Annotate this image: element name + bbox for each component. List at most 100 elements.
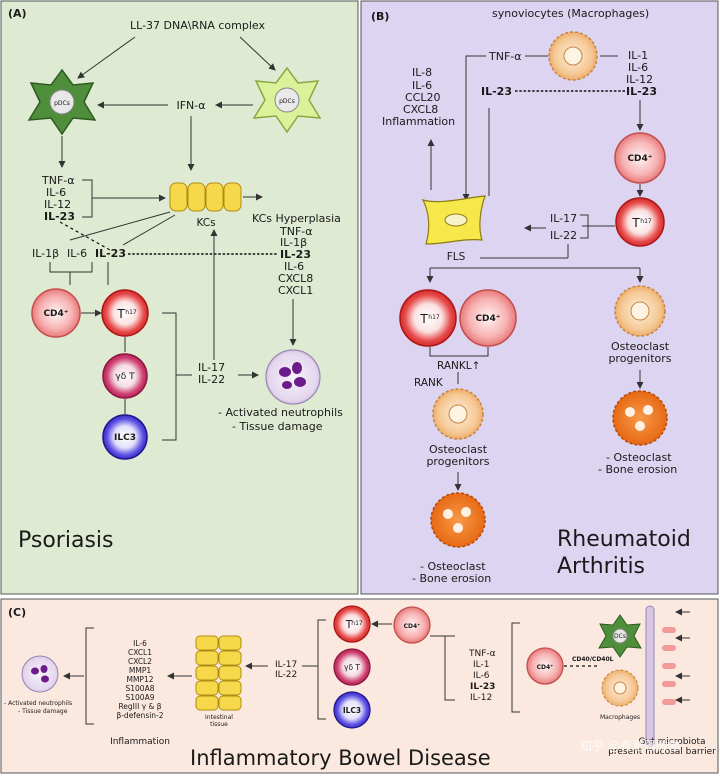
cytokine-il12: IL-12 — [44, 198, 71, 211]
kc-cytokine-tnf: TNF-α — [279, 225, 313, 238]
ocp2-line2: progenitors — [608, 352, 671, 365]
cytokine-tnf: TNF-α — [41, 174, 75, 187]
mac-il23-label: IL-23 — [626, 85, 657, 98]
c-il17-label: IL-17 — [275, 660, 297, 670]
ilc3-label: ILC3 — [114, 433, 136, 443]
c-outcome-2: - Tissue damage — [18, 708, 68, 715]
panel-c-title: Inflammatory Bowel Disease — [190, 746, 491, 770]
marker-cxcl2: CXCL2 — [128, 657, 152, 666]
fls-output-inflammation: Inflammation — [382, 115, 455, 128]
oc2-line1: - Osteoclast — [606, 451, 672, 464]
marker-reg3: RegIII γ & β — [118, 702, 161, 711]
cytokine-il6: IL-6 — [46, 186, 66, 199]
cd4-label: CD4⁺ — [43, 309, 68, 319]
cd40-label: CD40/CD40L — [572, 656, 614, 663]
il17-label: IL-17 — [198, 361, 225, 374]
ll37-complex-label: LL-37 DNA\RNA complex — [130, 19, 265, 32]
il1b-label: IL-1β — [32, 247, 59, 260]
tnf-label: TNF-α — [488, 50, 522, 63]
fls-output-il8: IL-8 — [412, 66, 432, 79]
cytokine-il23: IL-23 — [44, 210, 75, 223]
macrophages-label: Macrophages — [600, 714, 640, 721]
kc-cytokine-cxcl8: CXCL8 — [278, 272, 313, 285]
cd4-c2-label: CD4⁺ — [537, 664, 554, 671]
neutrophil-outcome-1: - Activated neutrophils — [218, 406, 343, 419]
oc1-line2: - Bone erosion — [412, 572, 491, 585]
fls-label: FLS — [447, 251, 466, 263]
intestinal-line1: Intestinal — [205, 714, 233, 721]
panel-c-label: (C) — [8, 606, 26, 619]
oc2-line2: - Bone erosion — [598, 463, 677, 476]
marker-defensin: β-defensin-2 — [116, 711, 163, 720]
marker-il6: IL-6 — [133, 639, 147, 648]
c-cytokine-il12: IL-12 — [470, 693, 492, 703]
c-cytokine-il6: IL-6 — [473, 671, 490, 681]
th17-cell-c-icon: T h17 — [333, 605, 371, 643]
watermark: 知乎 @有意思微物 — [580, 738, 680, 753]
cd4-cell-c2-icon: CD4⁺ — [526, 647, 564, 685]
rankl-label: RANKL↑ — [437, 360, 480, 372]
keratinocytes-icon — [169, 182, 242, 212]
il23-label: IL-23 — [95, 247, 126, 260]
dc-star-c-icon: DCs — [598, 614, 642, 658]
gamma-delta-t-cell-icon: γδ T — [102, 353, 148, 399]
kc-cytokine-cxcl1: CXCL1 — [278, 284, 313, 297]
synoviocyte-macrophage-icon — [548, 31, 598, 81]
il6-label: IL-6 — [67, 247, 87, 260]
pdc-light-star-icon: pDCs — [252, 66, 322, 134]
kc-cytokine-il23: IL-23 — [280, 248, 311, 261]
inflammation-label: Inflammation — [110, 737, 170, 747]
pdc-dark-star-icon: pDCs — [27, 68, 97, 136]
gut-microbiota-icon — [662, 627, 676, 705]
ocp1-line1: Osteoclast — [429, 443, 488, 456]
c-cytokine-il23: IL-23 — [470, 682, 495, 692]
gdt-label: γδ T — [115, 372, 135, 382]
panel-a-label: (A) — [8, 7, 27, 20]
pdc2-label: pDCs — [279, 98, 295, 105]
osteoclast-icon — [430, 492, 486, 548]
mucosal-barrier — [645, 605, 655, 747]
c-cytokine-il1: IL-1 — [473, 660, 489, 670]
th17-b-sub: h17 — [640, 218, 652, 225]
fls-il23-label: IL-23 — [481, 85, 512, 98]
th17-cell-b2-icon: T h17 — [399, 289, 457, 347]
kcs-label: KCs — [196, 217, 215, 229]
marker-s100a9: S100A9 — [126, 693, 155, 702]
intestinal-line2: tissue — [210, 721, 228, 728]
panel-b-title-2: Arthritis — [557, 554, 645, 579]
oc1-line1: - Osteoclast — [420, 560, 486, 573]
th17-b-label: T — [631, 216, 640, 230]
barrier-line2: present mucosal barrier — [608, 747, 716, 757]
cd4-cell-b-icon: CD4⁺ — [614, 132, 666, 184]
fls-output-ccl20: CCL20 — [405, 91, 441, 104]
ocp2-line1: Osteoclast — [611, 340, 670, 353]
pdc-label: pDCs — [54, 100, 70, 107]
il22-label: IL-22 — [198, 373, 225, 386]
il17-b-label: IL-17 — [550, 212, 577, 225]
cd4-c-label: CD4⁺ — [404, 623, 421, 630]
ilc3-c-label: ILC3 — [343, 706, 361, 715]
cd4-cell-c-icon: CD4⁺ — [393, 606, 431, 644]
marker-cxcl1: CXCL1 — [128, 648, 152, 657]
ilc3-cell-icon: ILC3 — [102, 414, 148, 460]
kc-cytokine-il6: IL-6 — [284, 260, 304, 273]
barrier-line1: Gut microbiota — [638, 737, 705, 747]
fls-output-il6: IL-6 — [412, 79, 432, 92]
dcs-label: DCs — [614, 633, 626, 640]
kcs-hyperplasia-label: KCs Hyperplasia — [252, 212, 341, 225]
neutrophil-outcome-2: - Tissue damage — [232, 420, 323, 433]
marker-mmp12: MMP12 — [126, 675, 153, 684]
cd4-b2-label: CD4⁺ — [475, 314, 500, 324]
th17-sub: h17 — [125, 309, 137, 316]
synoviocytes-label: synoviocytes (Macrophages) — [492, 7, 649, 20]
th17-cell-b-icon: T h17 — [615, 197, 665, 247]
th17-b2-sub: h17 — [428, 314, 440, 321]
intestinal-tissue-icon — [195, 635, 242, 711]
panel-b-title-1: Rheumatoid — [557, 527, 691, 552]
th17-b2-label: T — [419, 312, 428, 326]
il22-b-label: IL-22 — [550, 229, 577, 242]
ilc3-cell-c-icon: ILC3 — [333, 691, 371, 729]
cd4-cell-b2-icon: CD4⁺ — [459, 289, 517, 347]
